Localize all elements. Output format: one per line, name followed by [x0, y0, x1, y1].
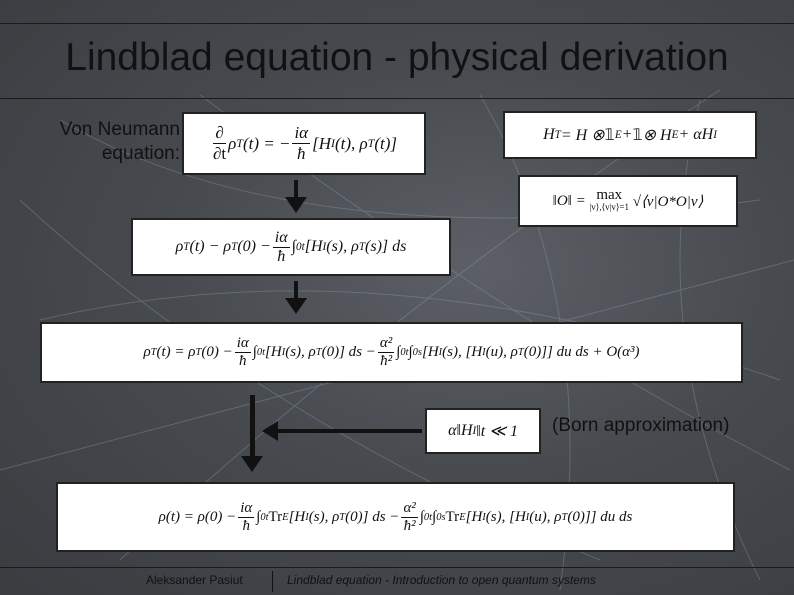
arrow-left [277, 429, 422, 433]
footer-course: Lindblad equation - Introduction to open… [287, 573, 596, 587]
arrow-down-3-head [241, 456, 263, 472]
title-bottom-rule [0, 98, 794, 99]
footer-separator [272, 571, 273, 592]
arrow-down-2-head [285, 298, 307, 314]
arrow-down-1 [294, 180, 298, 198]
footer-rule [0, 567, 794, 568]
footer-author: Aleksander Pasiut [146, 573, 243, 587]
title-top-rule [0, 23, 794, 24]
arrow-down-1-head [285, 197, 307, 213]
arrow-down-3 [250, 395, 255, 457]
von-neumann-label: Von Neumann equation: [59, 119, 180, 164]
operator-norm-equation: ‖O‖ = max|v⟩,⟨v|v⟩=1 √⟨v|O*O|v⟩ [518, 175, 738, 227]
arrow-left-head [262, 421, 278, 441]
slide-title: Lindblad equation - physical derivation [65, 36, 729, 79]
born-approximation-label: (Born approximation) [552, 415, 730, 436]
arrow-down-2 [294, 281, 298, 299]
